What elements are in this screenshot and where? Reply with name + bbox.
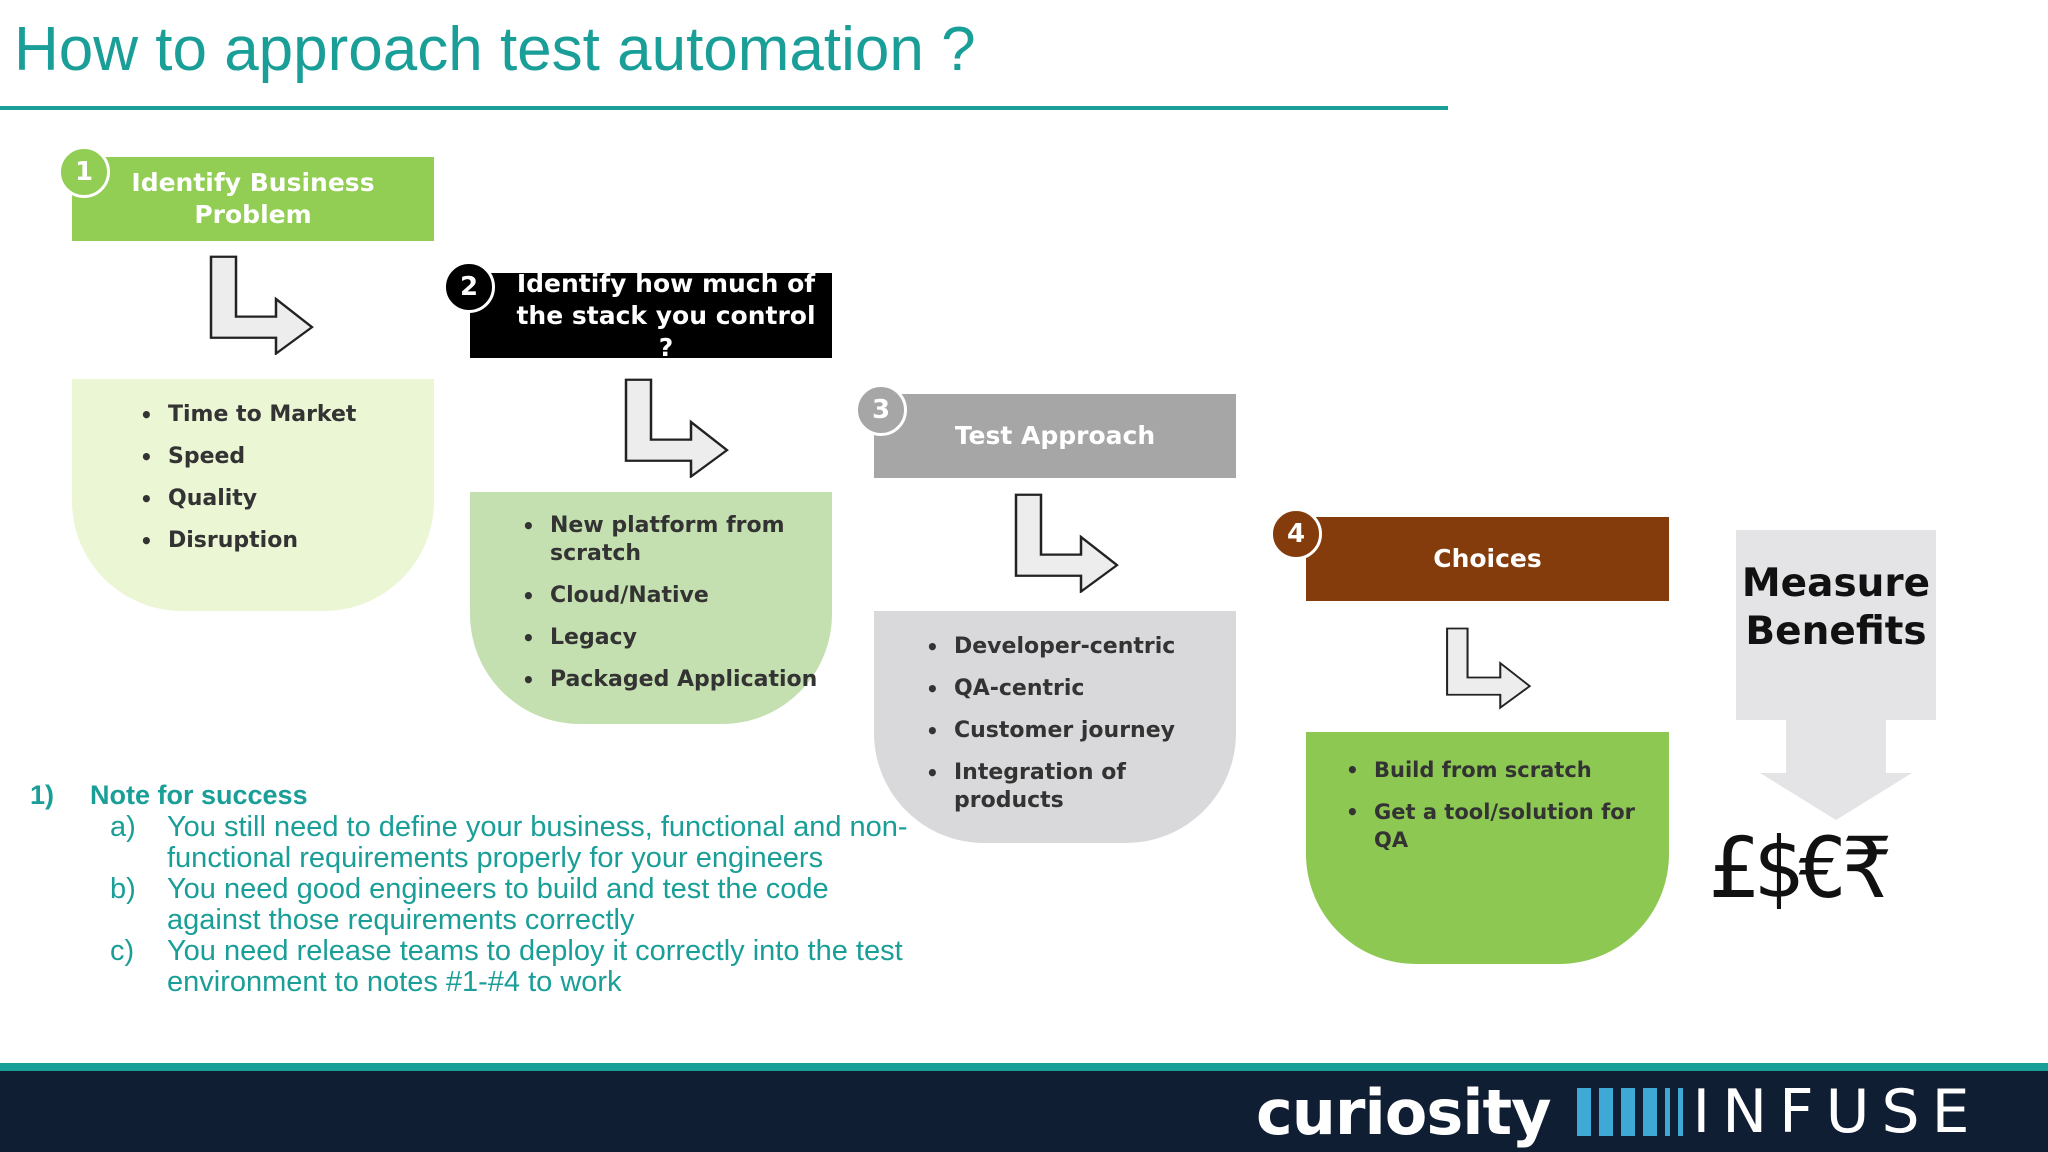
note-item-text: You need good engineers to build and tes… [167,873,829,936]
note-item-text: You need release teams to deploy it corr… [167,935,903,998]
step-1-number-badge: 1 [58,146,110,198]
step-1-item: Disruption [128,527,434,555]
step-2-item: Cloud/Native [510,582,822,610]
step-4-header-label: Choices [1433,544,1542,573]
step-1-item: Quality [128,485,434,513]
step-1-card: Time to Market Speed Quality Disruption [72,379,434,611]
step-2-card: New platform from scratch Cloud/Native L… [470,492,832,724]
note-item-text: You still need to define your business, … [167,811,908,874]
step-1-item: Time to Market [128,401,434,429]
step-4-arrow-icon [1446,627,1532,710]
step-3-item: Integration of products [914,759,1226,815]
measure-benefits-arrow [1736,530,1936,820]
step-1-arrow-icon [209,255,314,355]
footer-bars-icon [1576,1088,1683,1136]
note-item-letter: b) [110,873,136,905]
step-3-item: Developer-centric [914,633,1226,661]
step-1-number: 1 [74,157,94,187]
footer-product: INFUSE [1692,1077,1982,1147]
step-2-number: 2 [459,272,479,302]
page-title: How to approach test automation ? [14,15,976,84]
note-item-letter: a) [110,811,136,843]
note-item-letter: c) [110,935,135,967]
step-3-header: Test Approach [874,394,1236,478]
title-underline [0,106,1448,110]
step-3-item: Customer journey [914,717,1226,745]
step-1-list: Time to Market Speed Quality Disruption [128,401,434,555]
note-item: b) You need good engineers to build and … [30,874,910,936]
step-3-list: Developer-centric QA-centric Customer jo… [914,633,1226,815]
step-1-header-label: Identify Business Problem [131,168,375,229]
step-2-item: Legacy [510,624,822,652]
step-2-arrow-icon [624,378,729,478]
note-number: 1) [30,780,55,810]
step-3-arrow-icon [1014,493,1119,593]
down-arrow-icon [1736,530,1936,820]
currency-symbols: £$€₹ [1708,819,1892,917]
step-4-header: Choices [1306,517,1669,601]
step-2-item: New platform from scratch [510,512,822,568]
step-4-number-badge: 4 [1270,508,1322,560]
step-3-item: QA-centric [914,675,1226,703]
note-item: a) You still need to define your busines… [30,812,910,874]
step-4-number: 4 [1286,519,1306,549]
step-4-item: Build from scratch [1334,756,1663,784]
step-3-number-badge: 3 [855,384,907,436]
footer-logo: curiosity INFUSE [1256,1075,1982,1149]
note-heading: 1) Note for success [30,780,910,812]
note-item: c) You need release teams to deploy it c… [30,936,910,998]
footer-bar: curiosity INFUSE [0,1071,2048,1152]
step-2-item: Packaged Application [510,666,822,694]
footer-accent-bar [0,1063,2048,1071]
measure-benefits-label: Measure Benefits [1741,561,1931,654]
step-2-number-badge: 2 [443,261,495,313]
step-3-card: Developer-centric QA-centric Customer jo… [874,611,1236,843]
step-2-header-label: Identify how much of the stack you contr… [516,268,816,362]
step-3-number: 3 [871,395,891,425]
note-section: 1) Note for success a) You still need to… [30,780,910,998]
note-title: Note for success [90,780,308,810]
step-4-list: Build from scratch Get a tool/solution f… [1334,756,1663,854]
footer-brand: curiosity [1256,1075,1552,1149]
step-1-item: Speed [128,443,434,471]
step-1-header: Identify Business Problem [72,157,434,241]
step-4-card: Build from scratch Get a tool/solution f… [1306,732,1669,964]
step-4-item: Get a tool/solution for QA [1334,798,1663,854]
step-2-header: Identify how much of the stack you contr… [470,269,832,362]
step-3-header-label: Test Approach [954,421,1156,450]
step-2-list: New platform from scratch Cloud/Native L… [510,512,822,694]
